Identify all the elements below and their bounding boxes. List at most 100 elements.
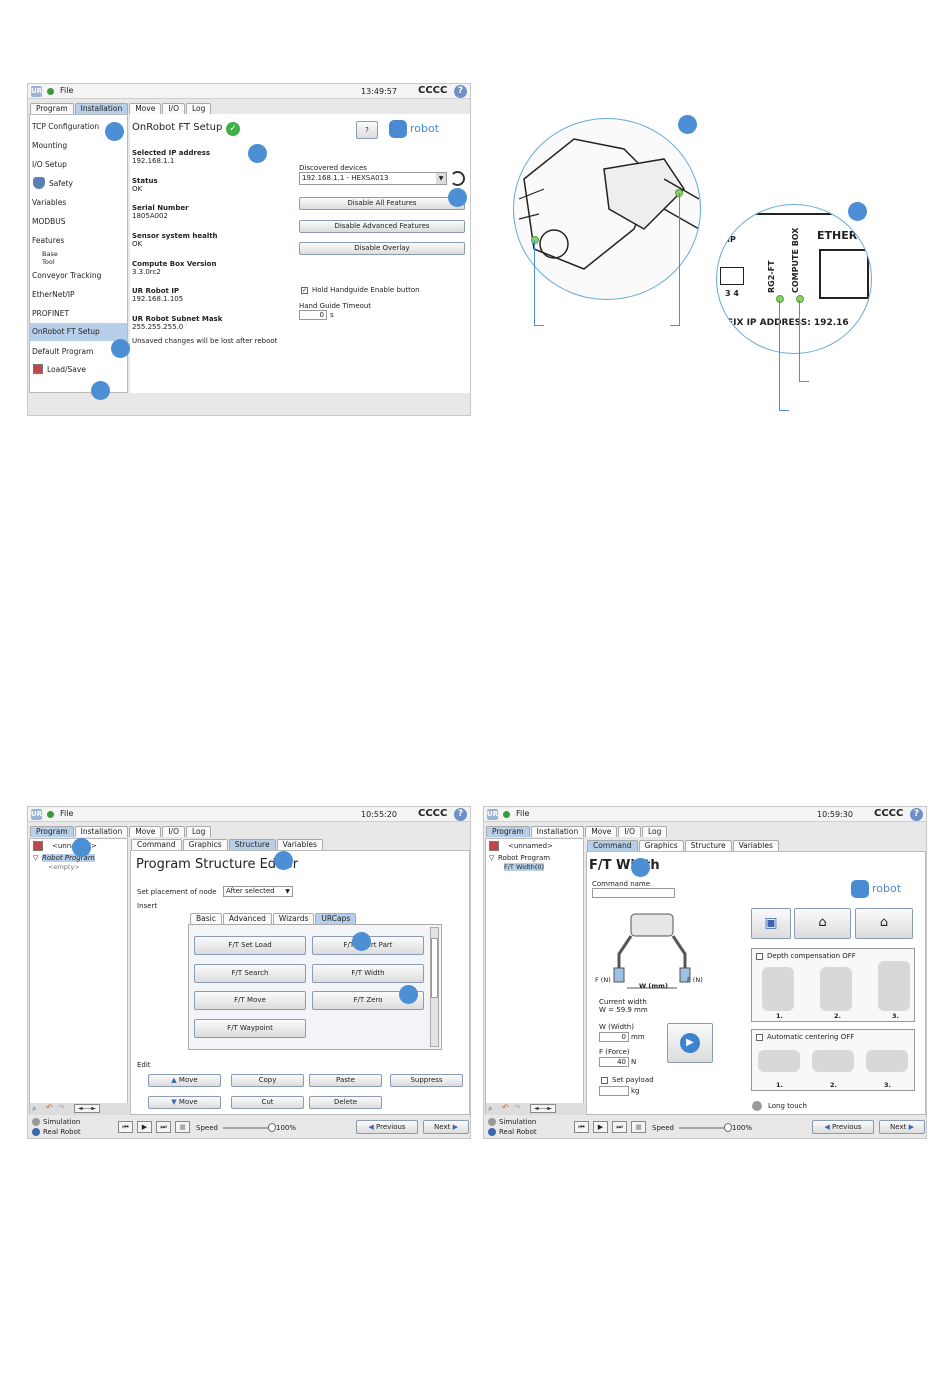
- discovered-devices-select[interactable]: 192.168.1.1 - HEXSA013: [299, 172, 447, 185]
- chevron-down-icon[interactable]: ▼: [285, 888, 290, 895]
- tab-installation[interactable]: Installation: [74, 103, 129, 114]
- speed-slider[interactable]: [223, 1127, 271, 1129]
- tree-expand-icon[interactable]: ▽: [489, 854, 495, 862]
- simulation-radio-icon[interactable]: [488, 1118, 496, 1126]
- help-icon[interactable]: ?: [454, 85, 467, 98]
- play-icon[interactable]: ▶: [593, 1121, 608, 1133]
- tree-ft-width-node[interactable]: F/T Width(0): [504, 863, 545, 871]
- file-menu[interactable]: File: [60, 809, 74, 818]
- sidebar-item-tcp[interactable]: TCP Configuration: [32, 122, 100, 131]
- search-icon[interactable]: ⌕: [32, 1104, 37, 1113]
- ft-waypoint-button[interactable]: F/T Waypoint: [194, 1019, 306, 1038]
- ft-width-button[interactable]: F/T Width: [312, 964, 424, 983]
- tree-root[interactable]: Robot Program: [42, 854, 95, 862]
- insert-tab-advanced[interactable]: Advanced: [222, 913, 272, 924]
- file-menu[interactable]: File: [516, 809, 530, 818]
- grip-internal-button[interactable]: ⌂: [855, 908, 913, 939]
- real-robot-radio-icon[interactable]: [488, 1128, 496, 1136]
- step-icon[interactable]: ⏭: [612, 1121, 627, 1133]
- next-button[interactable]: Next ▶: [879, 1120, 925, 1134]
- tree-expand-icon[interactable]: ▽: [33, 854, 39, 862]
- undo-icon[interactable]: ↶: [502, 1103, 509, 1112]
- copy-button[interactable]: Copy: [231, 1074, 304, 1087]
- sidebar-item-mounting[interactable]: Mounting: [32, 141, 68, 150]
- speed-slider-handle[interactable]: [724, 1123, 732, 1132]
- speed-slider-handle[interactable]: [268, 1123, 276, 1132]
- previous-button[interactable]: ◀ Previous: [356, 1120, 418, 1134]
- tab-program[interactable]: Program: [30, 826, 74, 837]
- timeout-input[interactable]: 0: [299, 310, 327, 320]
- chevron-down-icon[interactable]: ▼: [436, 173, 446, 184]
- hold-handguide-checkbox[interactable]: ✓: [301, 287, 308, 294]
- tab-log[interactable]: Log: [185, 103, 212, 114]
- sidebar-item-default-program[interactable]: Default Program: [32, 347, 94, 356]
- save-icon[interactable]: [33, 841, 43, 851]
- scrollbar[interactable]: [430, 927, 439, 1047]
- save-icon[interactable]: [489, 841, 499, 851]
- search-icon[interactable]: ⌕: [488, 1104, 493, 1113]
- tab-program[interactable]: Program: [486, 826, 530, 837]
- help-icon[interactable]: ?: [454, 808, 467, 821]
- redo-icon[interactable]: ↷: [514, 1103, 521, 1112]
- auto-centering-checkbox[interactable]: [756, 1034, 763, 1041]
- speed-slider[interactable]: [679, 1127, 727, 1129]
- sidebar-item-io-setup[interactable]: I/O Setup: [32, 160, 67, 169]
- tab-installation[interactable]: Installation: [74, 826, 129, 837]
- ft-search-button[interactable]: F/T Search: [194, 964, 306, 983]
- subtab-graphics[interactable]: Graphics: [182, 839, 228, 850]
- move-down-button[interactable]: ▼ Move: [148, 1096, 221, 1109]
- force-input[interactable]: 40: [599, 1057, 629, 1067]
- play-icon[interactable]: ▶: [137, 1121, 152, 1133]
- disable-advanced-features-button[interactable]: Disable Advanced Features: [299, 220, 465, 233]
- tab-log[interactable]: Log: [185, 826, 212, 837]
- tree-root[interactable]: Robot Program: [498, 854, 551, 862]
- depth-compensation-checkbox[interactable]: [756, 953, 763, 960]
- placement-select[interactable]: After selected: [223, 886, 293, 897]
- subtab-structure[interactable]: Structure: [228, 839, 276, 850]
- suppress-button[interactable]: Suppress: [390, 1074, 463, 1087]
- stop-icon[interactable]: ■: [631, 1121, 646, 1133]
- move-up-button[interactable]: ▲ Move: [148, 1074, 221, 1087]
- sidebar-item-ethernet-ip[interactable]: EtherNet/IP: [32, 290, 75, 299]
- ft-move-button[interactable]: F/T Move: [194, 991, 306, 1010]
- redo-icon[interactable]: ↷: [58, 1103, 65, 1112]
- ft-zero-button[interactable]: F/T Zero: [312, 991, 424, 1010]
- scrollbar-thumb[interactable]: [431, 938, 438, 998]
- tree-empty-node[interactable]: <empty>: [48, 863, 80, 871]
- sidebar-item-features[interactable]: Features: [32, 236, 65, 245]
- subtab-command[interactable]: Command: [131, 839, 182, 850]
- sidebar-item-safety[interactable]: Safety: [49, 179, 73, 188]
- sidebar-item-base[interactable]: Base: [42, 250, 58, 258]
- subtab-command[interactable]: Command: [587, 840, 638, 851]
- step-icon[interactable]: ⏭: [156, 1121, 171, 1133]
- tab-move[interactable]: Move: [129, 103, 162, 114]
- insert-tab-urcaps[interactable]: URCaps: [315, 913, 357, 924]
- subtab-variables[interactable]: Variables: [732, 840, 779, 851]
- cut-button[interactable]: Cut: [231, 1096, 304, 1109]
- nav-arrows-icon[interactable]: ◄----►: [530, 1104, 556, 1113]
- play-test-button[interactable]: ▶: [667, 1023, 713, 1063]
- tab-move[interactable]: Move: [129, 826, 162, 837]
- ft-set-load-button[interactable]: F/T Set Load: [194, 936, 306, 955]
- command-name-input[interactable]: [592, 888, 675, 898]
- sidebar-item-profinet[interactable]: PROFINET: [32, 309, 70, 318]
- help-button[interactable]: ?: [356, 121, 378, 139]
- payload-checkbox[interactable]: [601, 1077, 608, 1084]
- subtab-graphics[interactable]: Graphics: [638, 840, 684, 851]
- payload-input[interactable]: [599, 1086, 629, 1096]
- save-preset-button[interactable]: ▣: [751, 908, 791, 939]
- sidebar-item-onrobot-ft-setup[interactable]: OnRobot FT Setup: [30, 323, 127, 341]
- nav-arrows-icon[interactable]: ◄----►: [74, 1104, 100, 1113]
- real-robot-radio-icon[interactable]: [32, 1128, 40, 1136]
- subtab-variables[interactable]: Variables: [276, 839, 323, 850]
- width-input[interactable]: 0: [599, 1032, 629, 1042]
- insert-tab-basic[interactable]: Basic: [190, 913, 222, 924]
- tab-log[interactable]: Log: [641, 826, 668, 837]
- disable-overlay-button[interactable]: Disable Overlay: [299, 242, 465, 255]
- rewind-icon[interactable]: ⏮: [118, 1121, 133, 1133]
- tab-move[interactable]: Move: [585, 826, 618, 837]
- tab-installation[interactable]: Installation: [530, 826, 585, 837]
- tab-io[interactable]: I/O: [618, 826, 641, 837]
- tab-io[interactable]: I/O: [162, 826, 185, 837]
- tab-io[interactable]: I/O: [162, 103, 185, 114]
